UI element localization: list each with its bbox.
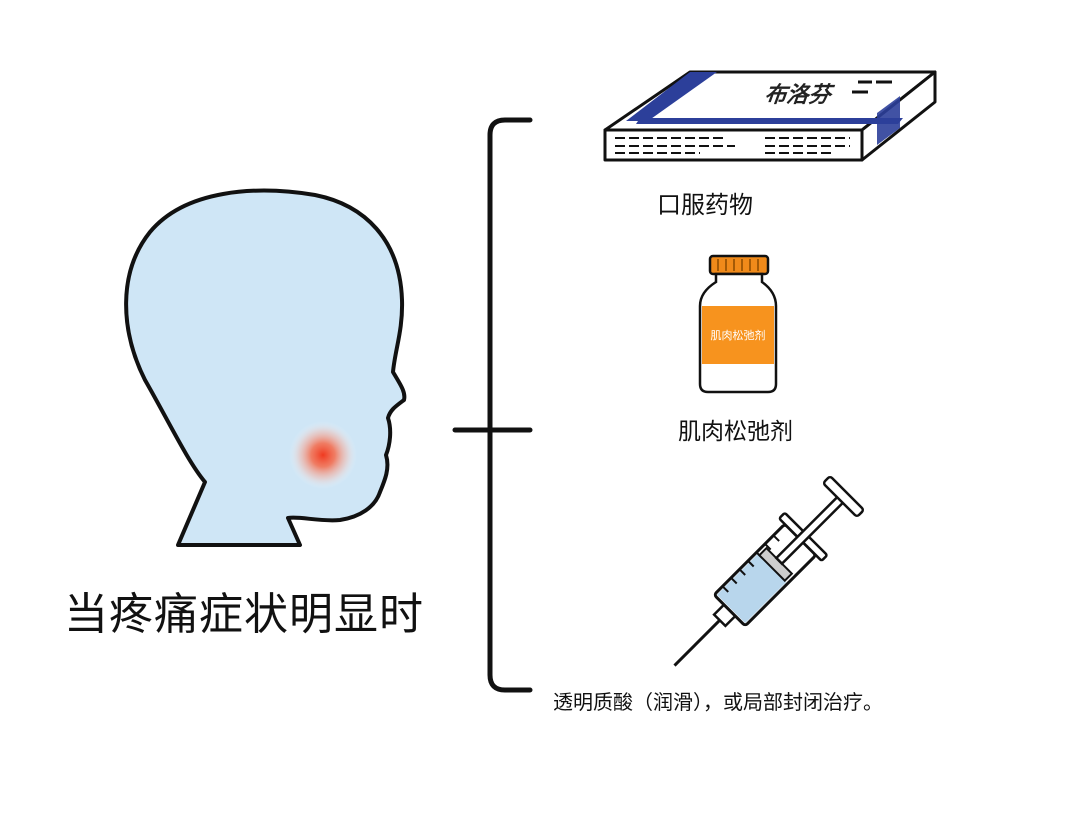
muscle-relaxant-label: 肌肉松弛剂 <box>678 419 793 445</box>
pain-spot-icon <box>289 421 357 489</box>
oral-medicine-label: 口服药物 <box>657 191 753 219</box>
main-caption: 当疼痛症状明显时 <box>64 589 424 640</box>
injection-treatment-label: 透明质酸（润滑），或局部封闭治疗。 <box>553 690 883 714</box>
box-print-text: 布洛芬 <box>762 82 838 108</box>
bracket <box>452 117 533 693</box>
pill-bottle-icon: 肌肉松弛剂 <box>698 254 778 394</box>
syringe-icon <box>673 475 865 667</box>
medicine-box-icon: 布洛芬 <box>603 70 937 162</box>
head-silhouette-icon <box>124 188 407 547</box>
bottle-label-text: 肌肉松弛剂 <box>711 328 766 342</box>
